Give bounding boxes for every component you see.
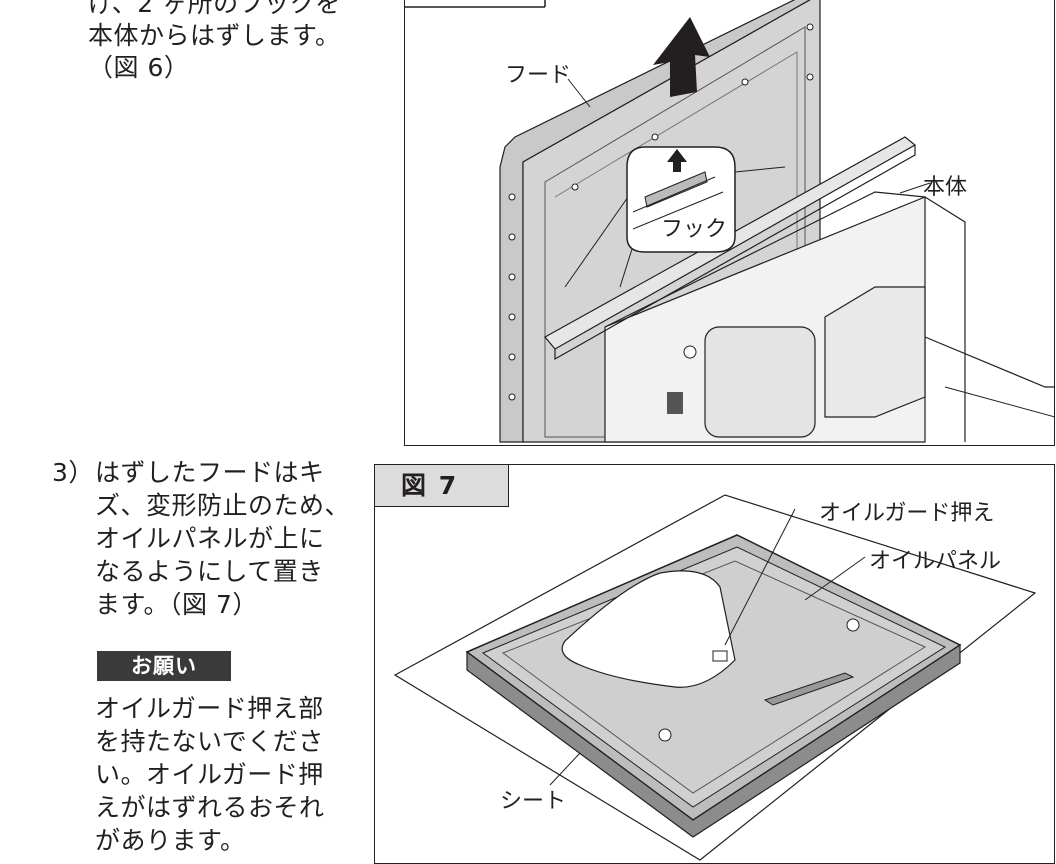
label-hook: フック: [661, 217, 728, 242]
hood-removal-illustration: [405, 0, 1054, 443]
step3-text-line-5: ます。（図 7）: [95, 590, 258, 619]
label-hood: フード: [505, 63, 572, 88]
figure-6: フード 本体 フック: [404, 0, 1055, 446]
label-sheet: シート: [500, 789, 567, 814]
label-oil-panel: オイルパネル: [869, 549, 1002, 574]
note-text-line-3: い。オイルガード押: [95, 760, 324, 789]
step3-text-line-4: なるようにして置き: [95, 557, 324, 586]
hood-placement-illustration: [393, 494, 1037, 861]
step3-text-line-2: ズ、変形防止のため、: [95, 491, 351, 520]
figure-7-tab: 図 7: [375, 465, 509, 507]
step3-number: 3）: [52, 458, 94, 487]
note-text-line-2: を持たないでくださ: [95, 727, 324, 756]
step3-text-line-3: オイルパネルが上に: [95, 524, 325, 553]
step2-text-line-3: （図 6）: [88, 53, 190, 82]
step2-text-line-2: 本体からはずします。: [88, 21, 341, 50]
figure-7: 図 7 オイルガード押え オイルパネル シート: [374, 464, 1055, 864]
label-body: 本体: [923, 175, 968, 200]
note-label: お願い: [97, 651, 231, 681]
step3-text-line-1: はずしたフードはキ: [95, 458, 325, 487]
note-text-line-4: えがはずれるおそれ: [95, 793, 325, 822]
note-text-line-1: オイルガード押え部: [95, 694, 324, 723]
step2-text-line-1: げ、2 ヶ所のフックを: [88, 0, 341, 18]
label-oil-guard-holder: オイルガード押え: [819, 501, 995, 526]
note-text-line-5: があります。: [95, 826, 246, 855]
